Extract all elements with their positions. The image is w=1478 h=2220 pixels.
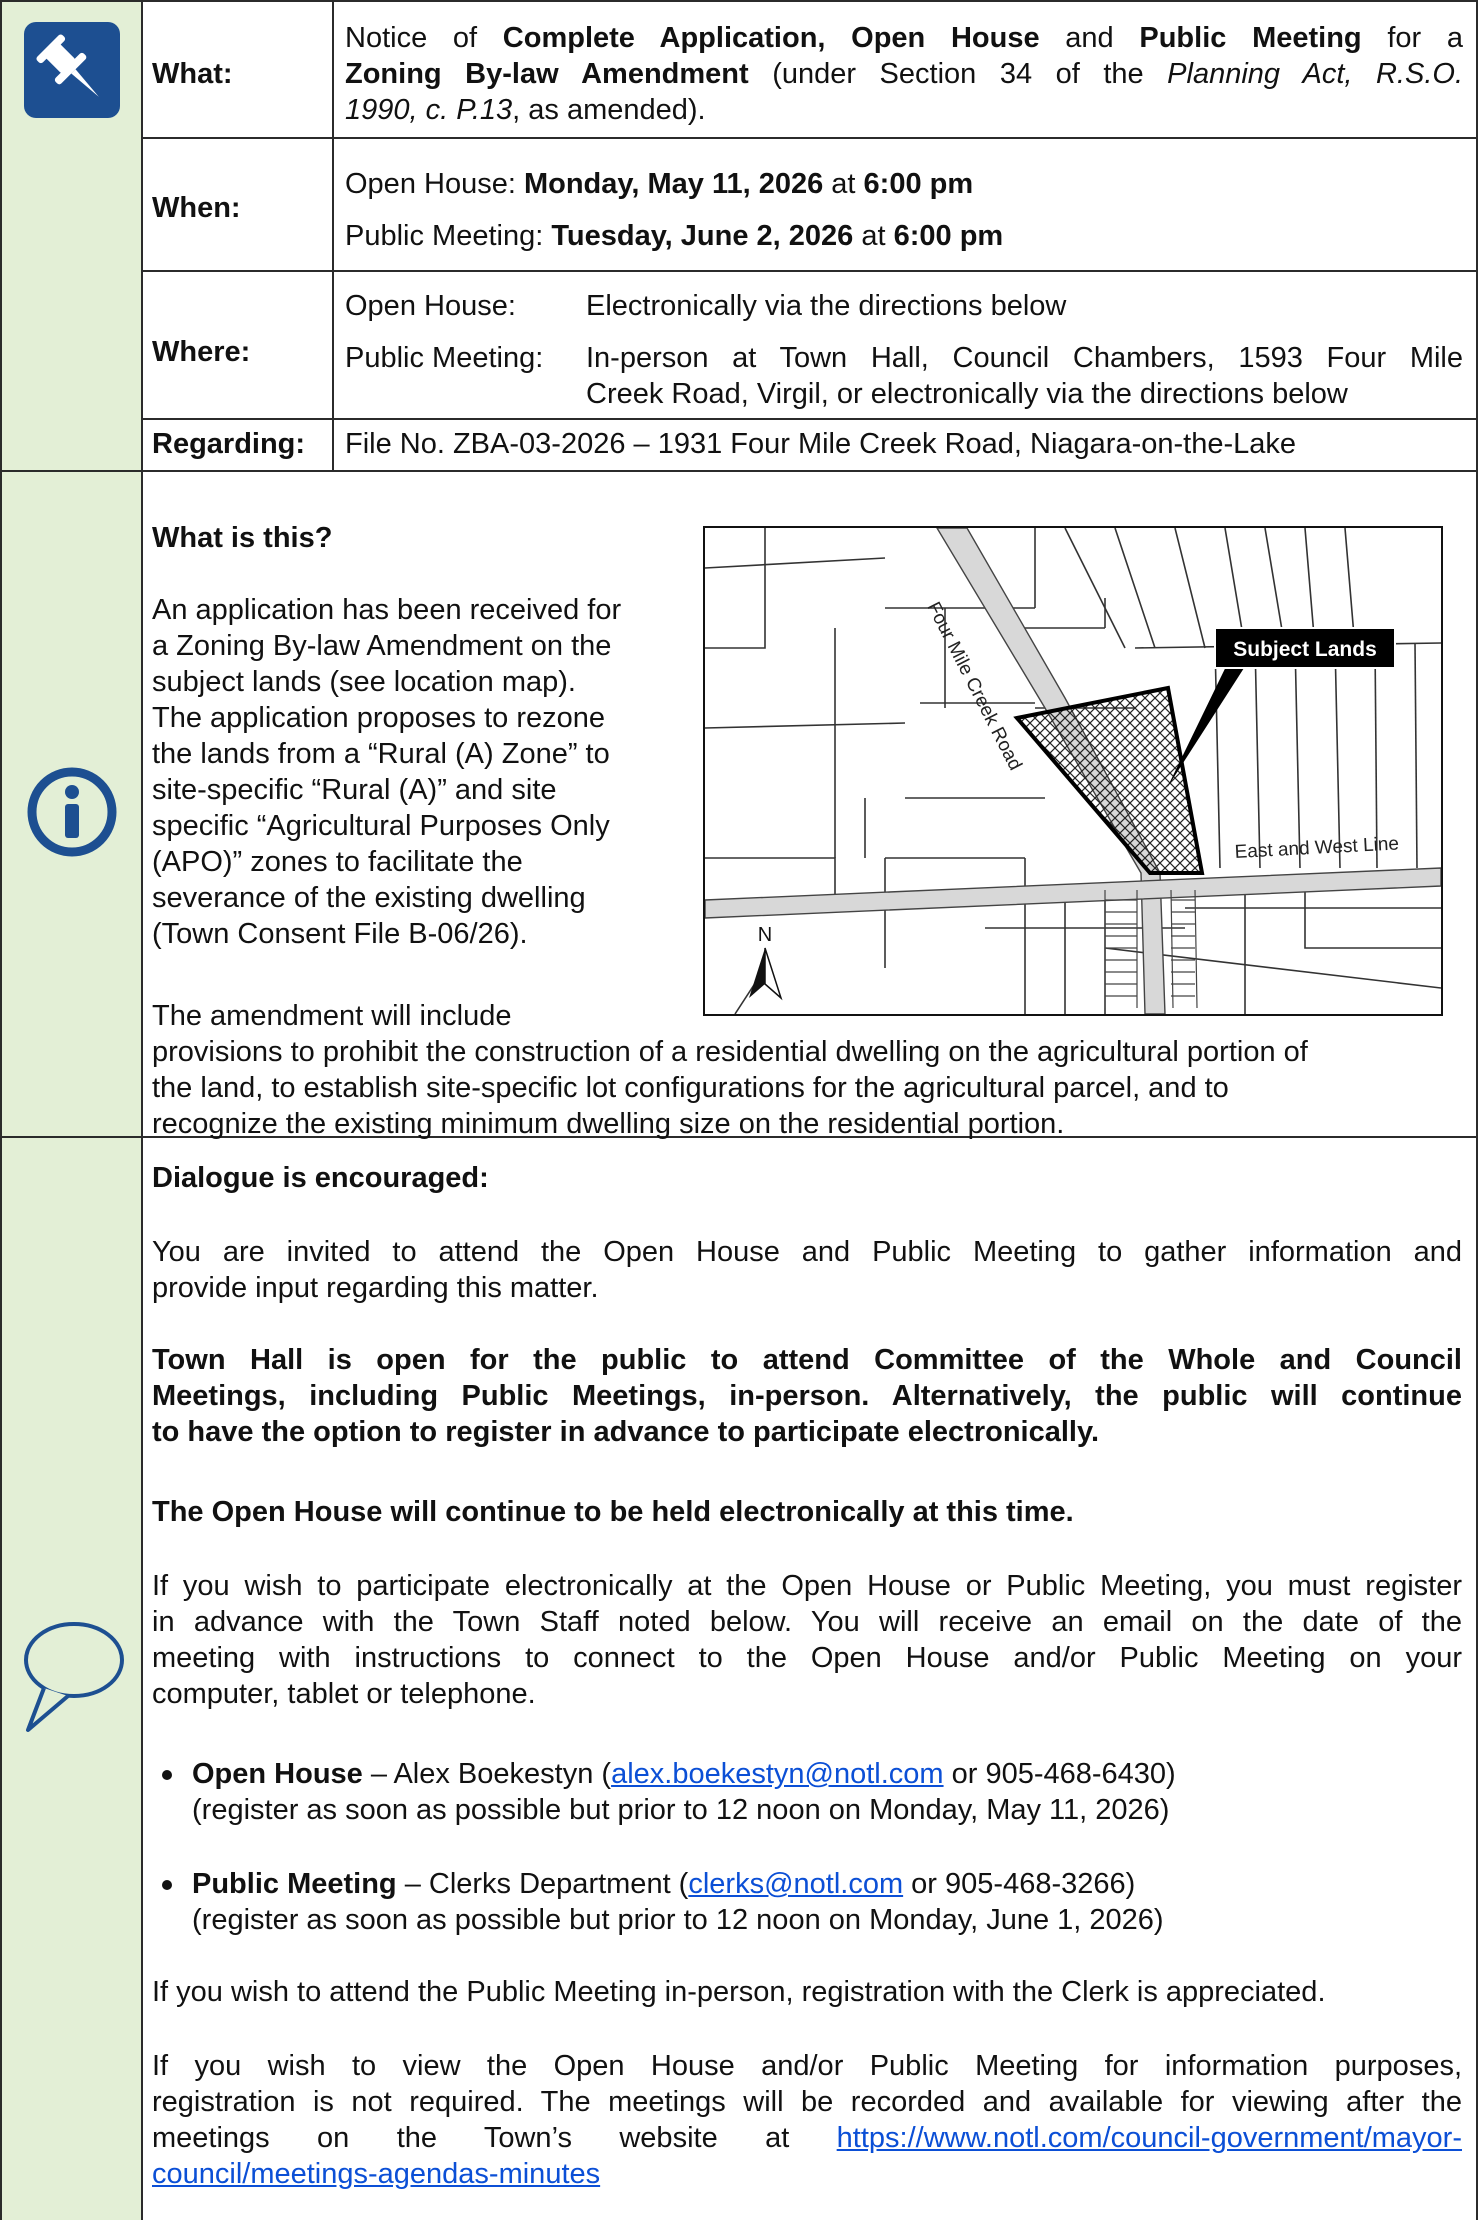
info-line: site-specific “Rural (A)” and site <box>152 774 557 806</box>
bullet-dot <box>162 1770 172 1780</box>
info-heading: What is this? <box>152 522 333 554</box>
icon-sidebar <box>0 0 141 2220</box>
row-divider-what <box>141 137 1478 139</box>
speech-bubble-icon <box>18 1618 128 1743</box>
dialogue-p6-line-3: meetings on the Town’s website at https:… <box>152 2122 1462 2154</box>
border-top <box>0 0 1478 2</box>
regarding-text: File No. ZBA-03-2026 – 1931 Four Mile Cr… <box>345 428 1297 460</box>
dialogue-p2-line-1: Town Hall is open for the public to atte… <box>152 1344 1462 1376</box>
north-label: N <box>758 924 772 946</box>
bullet-public-meeting-line-2: (register as soon as possible but prior … <box>192 1904 1164 1936</box>
dialogue-p3: The Open House will continue to be held … <box>152 1496 1074 1528</box>
info-line: (APO)” zones to facilitate the <box>152 846 523 878</box>
dialogue-p1-line-2: provide input regarding this matter. <box>152 1272 599 1304</box>
where-label: Where: <box>152 336 251 368</box>
dialogue-p6-line-4: council/meetings-agendas-minutes <box>152 2156 600 2192</box>
dialogue-p6-line-2: registration is not required. The meetin… <box>152 2086 1462 2118</box>
what-line-3: 1990, c. P.13, as amended). <box>345 94 706 126</box>
info-line: (Town Consent File B-06/26). <box>152 918 528 950</box>
info-line: the lands from a “Rural (A) Zone” to <box>152 738 610 770</box>
info-line: specific “Agricultural Purposes Only <box>152 810 610 842</box>
row-divider-where <box>141 418 1478 420</box>
info-line: An application has been received for <box>152 594 622 626</box>
section-divider-info <box>0 470 1478 472</box>
dialogue-p2-line-3: to have the option to register in advanc… <box>152 1416 1100 1448</box>
email-link-clerks[interactable]: clerks@notl.com <box>688 1868 904 1900</box>
north-arrow-icon <box>749 948 765 998</box>
location-map: Subject Lands Four Mile Creek Road East … <box>703 526 1443 1016</box>
small-lots <box>1104 889 1198 1009</box>
when-public-meeting: Public Meeting: Tuesday, June 2, 2026 at… <box>345 220 1004 252</box>
dialogue-p1-line-1: You are invited to attend the Open House… <box>152 1236 1462 1268</box>
website-link-continued[interactable]: council/meetings-agendas-minutes <box>152 2158 601 2190</box>
info-paragraph: An application has been received for a Z… <box>152 592 621 952</box>
callout-pointer <box>1167 648 1253 788</box>
location-map-svg: Subject Lands Four Mile Creek Road East … <box>705 528 1441 1014</box>
subject-lands-parcel <box>1013 685 1205 875</box>
email-link-open-house[interactable]: alex.boekestyn@notl.com <box>611 1758 944 1790</box>
dialogue-p2-line-2: Meetings, including Public Meetings, in-… <box>152 1380 1462 1412</box>
dialogue-heading: Dialogue is encouraged: <box>152 1162 489 1194</box>
border-right <box>1476 0 1478 2220</box>
border-left <box>0 0 2 2220</box>
pushpin-icon <box>24 22 120 123</box>
bullet-public-meeting-line-1: Public Meeting – Clerks Department (cler… <box>192 1868 1136 1900</box>
website-link[interactable]: https://www.notl.com/council-government/… <box>836 2122 1462 2154</box>
east-and-west-line-road <box>705 867 1441 919</box>
bullet-dot <box>162 1880 172 1890</box>
where-public-meeting-line-1: In-person at Town Hall, Council Chambers… <box>586 342 1463 374</box>
dialogue-p6-line-1: If you wish to view the Open House and/o… <box>152 2050 1462 2082</box>
section-divider-dialogue <box>0 1136 1478 1138</box>
amend-line-4: recognize the existing minimum dwelling … <box>152 1108 1065 1140</box>
what-line-1: Notice of Complete Application, Open Hou… <box>345 22 1463 54</box>
bullet-open-house-line-1: Open House – Alex Boekestyn (alex.boekes… <box>192 1758 1176 1790</box>
what-label: What: <box>152 58 233 90</box>
row-divider-when <box>141 270 1478 272</box>
info-icon <box>26 766 118 863</box>
callout-box <box>1214 627 1396 669</box>
info-line: severance of the existing dwelling <box>152 882 586 914</box>
where-open-house-label: Open House: <box>345 290 516 322</box>
dialogue-p4-line-1: If you wish to participate electronicall… <box>152 1570 1462 1602</box>
callout-label: Subject Lands <box>1233 638 1377 661</box>
info-line: subject lands (see location map). <box>152 666 576 698</box>
info-line: a Zoning By-law Amendment on the <box>152 630 612 662</box>
dialogue-p4-line-2: in advance with the Town Staff noted bel… <box>152 1606 1462 1638</box>
what-text: Notice of Complete Application, Open Hou… <box>345 20 1463 128</box>
info-line: The application proposes to rezone <box>152 702 606 734</box>
bullet-open-house-line-2: (register as soon as possible but prior … <box>192 1794 1170 1826</box>
regarding-label: Regarding: <box>152 428 306 460</box>
when-label: When: <box>152 192 241 224</box>
where-public-meeting-line-2: Creek Road, Virgil, or electronically vi… <box>586 378 1348 410</box>
where-public-meeting-label: Public Meeting: <box>345 342 544 374</box>
sidebar-divider <box>141 0 143 2220</box>
dialogue-p5: If you wish to attend the Public Meeting… <box>152 1976 1326 2008</box>
label-column-divider <box>332 0 334 470</box>
what-line-2: Zoning By-law Amendment (under Section 3… <box>345 58 1463 90</box>
amend-line-3: the land, to establish site-specific lot… <box>152 1072 1229 1104</box>
when-open-house: Open House: Monday, May 11, 2026 at 6:00… <box>345 168 974 200</box>
dialogue-p4-line-3: meeting with instructions to connect to … <box>152 1642 1462 1674</box>
amend-line-1: The amendment will include <box>152 1000 512 1032</box>
dialogue-p4-line-4: computer, tablet or telephone. <box>152 1678 536 1710</box>
amend-line-2: provisions to prohibit the construction … <box>152 1036 1308 1068</box>
where-open-house-text: Electronically via the directions below <box>586 290 1067 322</box>
